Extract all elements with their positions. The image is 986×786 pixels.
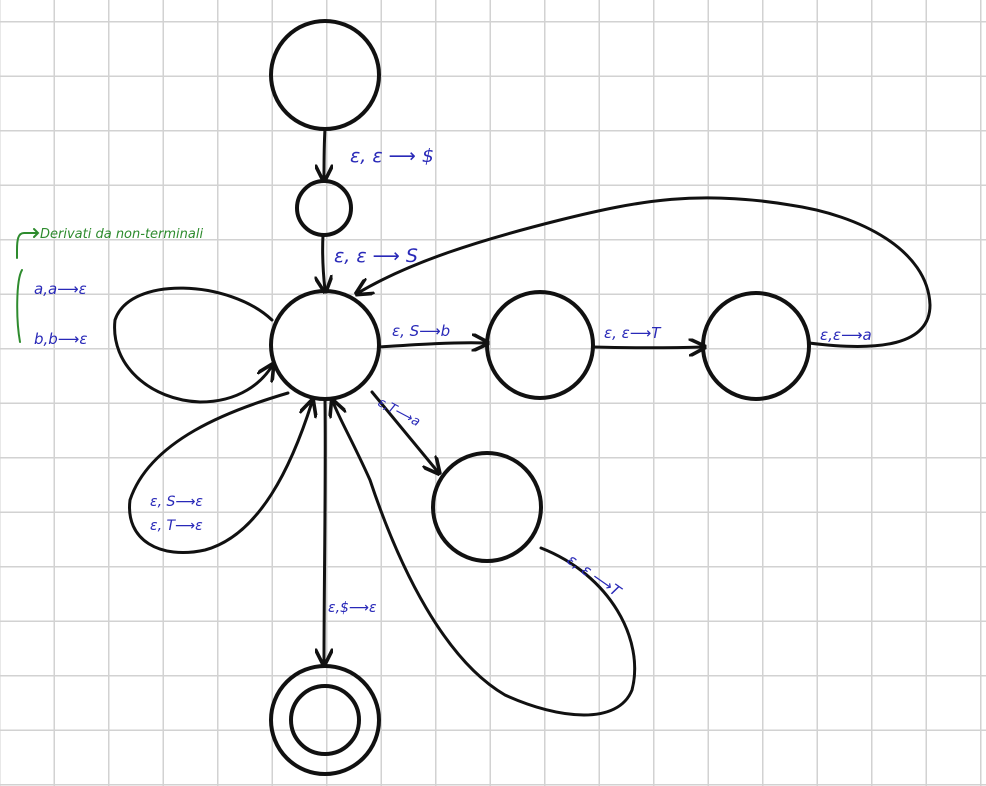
label-eps-to-T2: ε, ε ⟶T: [564, 551, 626, 602]
state-accept-outer: [269, 664, 381, 776]
edge-right2-loop-back: [358, 196, 932, 348]
label-eps-to-T: ε, ε⟶T: [604, 324, 662, 342]
edge-main-self-loop-lower: [128, 391, 312, 555]
state-start: [269, 19, 381, 131]
label-push-start: ε, ε ⟶ S: [334, 245, 418, 267]
note-title: Derivati da non-terminali: [40, 227, 203, 242]
label-eps-to-a: ε,ε⟶a: [820, 326, 872, 344]
edge-main-to-lower: [370, 390, 438, 472]
label-pop-bottom: ε,$⟶ε: [328, 600, 377, 616]
edge-small-to-main: [323, 233, 325, 290]
edge-main-to-accept: [324, 398, 325, 663]
state-right-1: [485, 290, 595, 400]
label-s-to-eps: ε, S⟶ε: [150, 494, 203, 510]
state-right-2: [701, 291, 811, 401]
edge-start-to-small: [324, 127, 325, 179]
edge-lower-loop-back: [333, 402, 637, 717]
label-push-bottom: ε, ε ⟶ $: [350, 145, 434, 167]
state-main: [269, 289, 381, 401]
state-small: [295, 179, 353, 237]
note-rule-b: b,b⟶ε: [34, 330, 87, 348]
state-accept-inner: [289, 684, 361, 756]
edge-main-to-right1: [377, 343, 486, 347]
note-arrow-icon: [27, 228, 40, 238]
note-rule-a: a,a⟶ε: [34, 280, 87, 298]
state-lower: [431, 451, 543, 563]
edge-main-self-loop-left: [113, 286, 272, 404]
note-bracket: [16, 232, 35, 343]
label-T-to-eps: ε, T⟶ε: [150, 518, 203, 534]
edge-right1-to-right2: [591, 347, 703, 348]
label-s-to-b: ε, S⟶b: [392, 322, 450, 340]
